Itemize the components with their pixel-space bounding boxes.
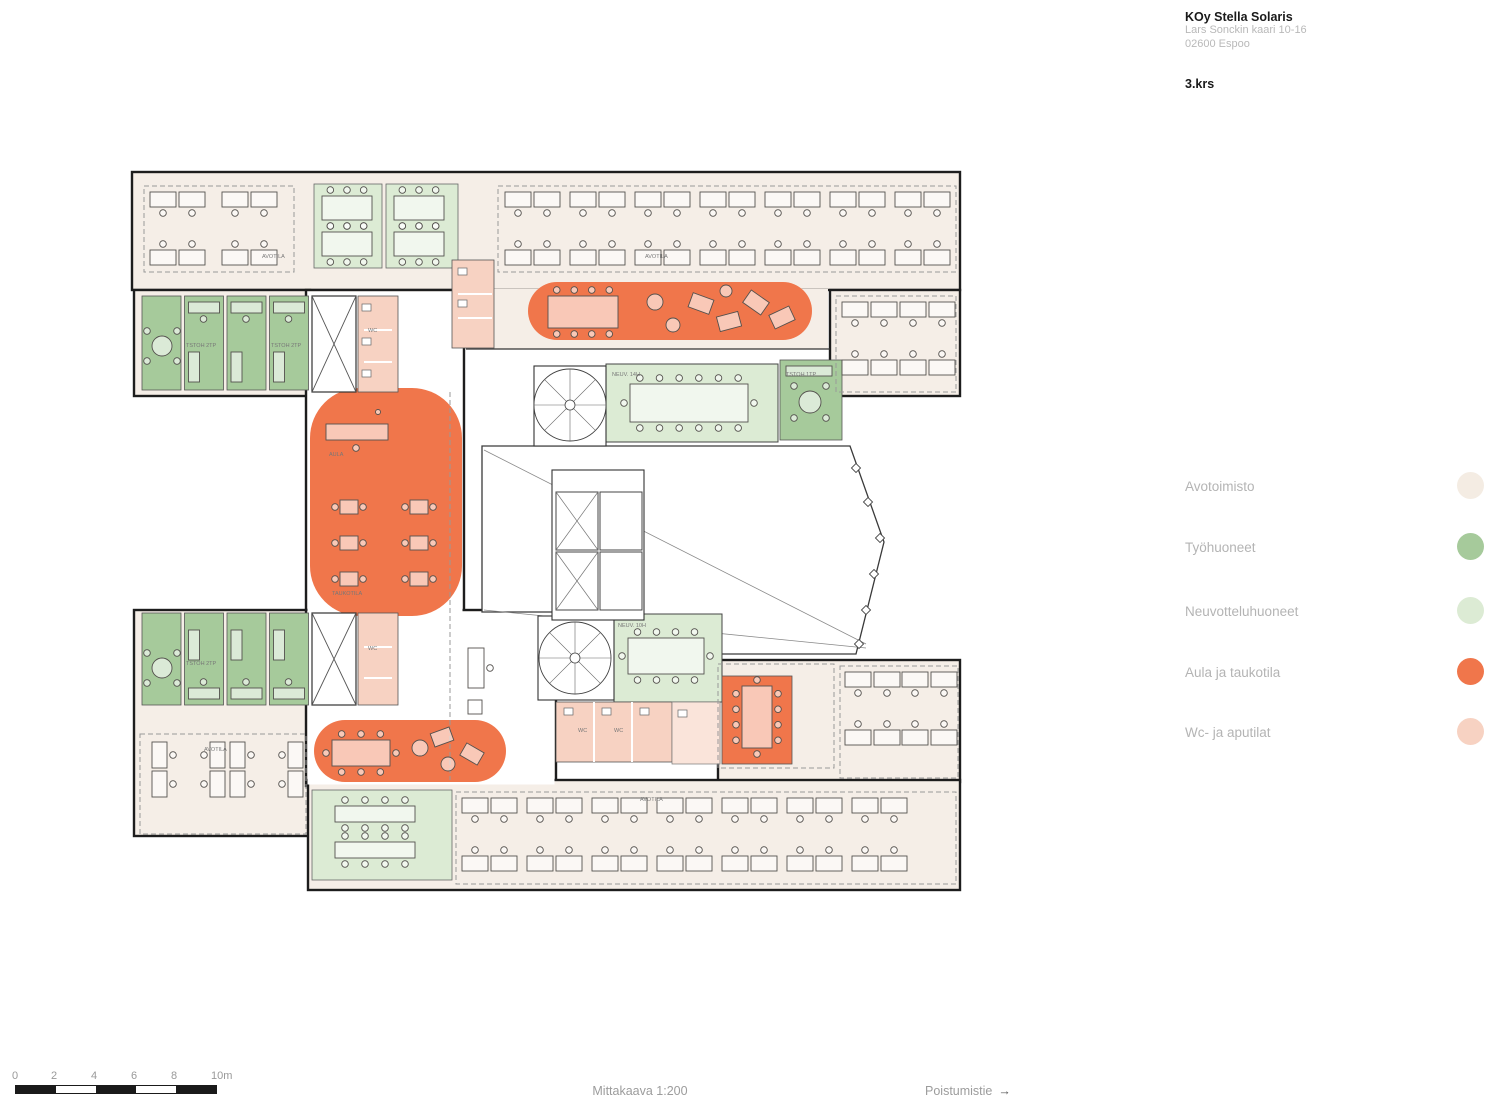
svg-text:AVOTILA: AVOTILA — [640, 797, 663, 803]
exit-route-label: Poistumistie — [925, 1084, 993, 1098]
svg-text:NEUV. 14H: NEUV. 14H — [612, 372, 640, 378]
scale-tick: 4 — [91, 1070, 98, 1082]
address-line2: 02600 Espoo — [1185, 37, 1250, 50]
legend-item-avotoimisto: Avotoimisto — [1185, 472, 1490, 506]
legend-swatch-neuvotteluhuoneet — [1457, 597, 1484, 624]
legend-swatch-aula-taukotila — [1457, 658, 1484, 685]
legend-item-aula-taukotila: Aula ja taukotila — [1185, 658, 1490, 692]
svg-text:TSTOH 2TP: TSTOH 2TP — [186, 661, 216, 667]
svg-text:TSTOH 2TP: TSTOH 2TP — [271, 343, 301, 349]
svg-text:TSTOH 2TP: TSTOH 2TP — [186, 343, 216, 349]
svg-text:WC: WC — [578, 728, 587, 734]
room-labels: AVOTILA AVOTILA AVOTILA AVOTILA AULA TAUKOTIL… — [186, 254, 816, 803]
floor-label: 3.krs — [1185, 77, 1215, 91]
svg-text:WC: WC — [368, 646, 377, 652]
scale-bar: 0 2 4 6 8 10m — [12, 1070, 260, 1100]
scale-tick: 2 — [51, 1070, 58, 1082]
core-walls — [311, 267, 688, 762]
legend-item-neuvotteluhuoneet: Neuvotteluhuoneet — [1185, 597, 1490, 631]
title-block: KOy Stella Solaris Lars Sonckin kaari 10… — [1185, 10, 1307, 91]
legend-label-wc-aputilat: Wc- ja aputilat — [1185, 725, 1271, 740]
exit-route-arrow-icon: → — [998, 1084, 1011, 1098]
svg-text:AVOTILA: AVOTILA — [262, 254, 285, 260]
scale-bar-graphic — [15, 1085, 217, 1094]
scale-tick: 8 — [171, 1070, 178, 1082]
svg-text:TAUKOTILA: TAUKOTILA — [332, 591, 362, 597]
svg-text:WC: WC — [368, 328, 377, 334]
legend-label-avotoimisto: Avotoimisto — [1185, 479, 1255, 494]
svg-text:NEUV. 10H: NEUV. 10H — [618, 623, 646, 629]
scale-tick: 10m — [211, 1070, 233, 1082]
zone-dashed-outlines — [139, 185, 959, 885]
legend-label-aula-taukotila: Aula ja taukotila — [1185, 665, 1281, 680]
scale-tick: 0 — [12, 1070, 19, 1082]
svg-text:AVOTILA: AVOTILA — [204, 747, 227, 753]
legend-item-wc-aputilat: Wc- ja aputilat — [1185, 718, 1490, 752]
svg-text:AVOTILA: AVOTILA — [645, 254, 668, 260]
legend-label-tyohuoneet: Työhuoneet — [1185, 540, 1256, 555]
svg-text:AULA: AULA — [329, 452, 344, 458]
furniture-layer — [143, 186, 958, 872]
project-title: KOy Stella Solaris — [1185, 10, 1293, 24]
address-line1: Lars Sonckin kaari 10-16 — [1185, 24, 1307, 36]
scale-tick: 6 — [131, 1070, 138, 1082]
legend-swatch-avotoimisto — [1457, 472, 1484, 499]
legend-label-neuvotteluhuoneet: Neuvotteluhuoneet — [1185, 604, 1299, 619]
exit-route-note: Poistumistie → — [925, 1084, 1011, 1098]
legend: Avotoimisto Työhuoneet Neuvotteluhuoneet… — [1185, 472, 1490, 768]
legend-item-tyohuoneet: Työhuoneet — [1185, 533, 1490, 567]
legend-swatch-tyohuoneet — [1457, 533, 1484, 560]
svg-text:WC: WC — [614, 728, 623, 734]
svg-text:TSTOH 1TP: TSTOH 1TP — [786, 372, 816, 378]
scale-note: Mittakaava 1:200 — [592, 1084, 688, 1098]
legend-swatch-wc-aputilat — [1457, 718, 1484, 745]
